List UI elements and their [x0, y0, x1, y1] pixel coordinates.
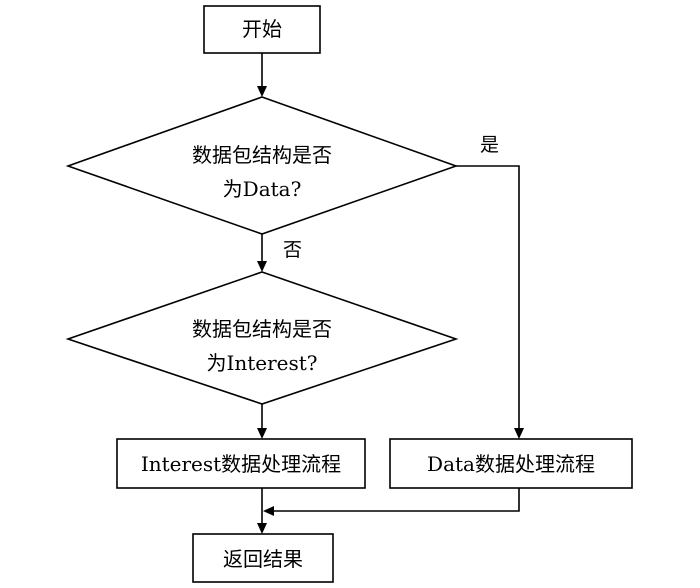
return-result-label: 返回结果: [223, 547, 303, 571]
start-node: 开始: [203, 5, 321, 54]
arrowhead: [257, 523, 267, 534]
arrowhead: [257, 261, 267, 272]
arrowhead: [514, 428, 524, 439]
edge-data-process-to-merge: [263, 488, 520, 516]
edge-decision-data-no: [257, 234, 267, 272]
decision-is-interest-label-line1: 数据包结构是否: [192, 317, 332, 341]
edge-start-to-decision-data: [257, 53, 267, 97]
edge-decision-interest-to-interest-process: [257, 404, 267, 439]
start-label: 开始: [242, 17, 282, 41]
edge-decision-data-yes: [456, 165, 524, 439]
arrowhead: [263, 506, 274, 516]
edge-label-no: 否: [283, 239, 302, 261]
decision-is-interest: 数据包结构是否 为Interest?: [65, 271, 459, 405]
decision-is-data-label-line1: 数据包结构是否: [192, 143, 332, 167]
edge-interest-process-to-return: [257, 488, 267, 534]
interest-process-label: Interest数据处理流程: [141, 452, 341, 476]
decision-is-data-label-line2: 为Data?: [223, 177, 302, 201]
data-process-node: Data数据处理流程: [389, 438, 633, 489]
edge-label-yes: 是: [480, 134, 499, 156]
data-process-label: Data数据处理流程: [427, 452, 595, 476]
interest-process-node: Interest数据处理流程: [116, 438, 366, 489]
return-result-node: 返回结果: [192, 533, 334, 583]
decision-is-data: 数据包结构是否 为Data?: [65, 96, 459, 235]
arrowhead: [257, 86, 267, 97]
decision-is-interest-label-line2: 为Interest?: [206, 351, 317, 375]
arrowhead: [257, 428, 267, 439]
